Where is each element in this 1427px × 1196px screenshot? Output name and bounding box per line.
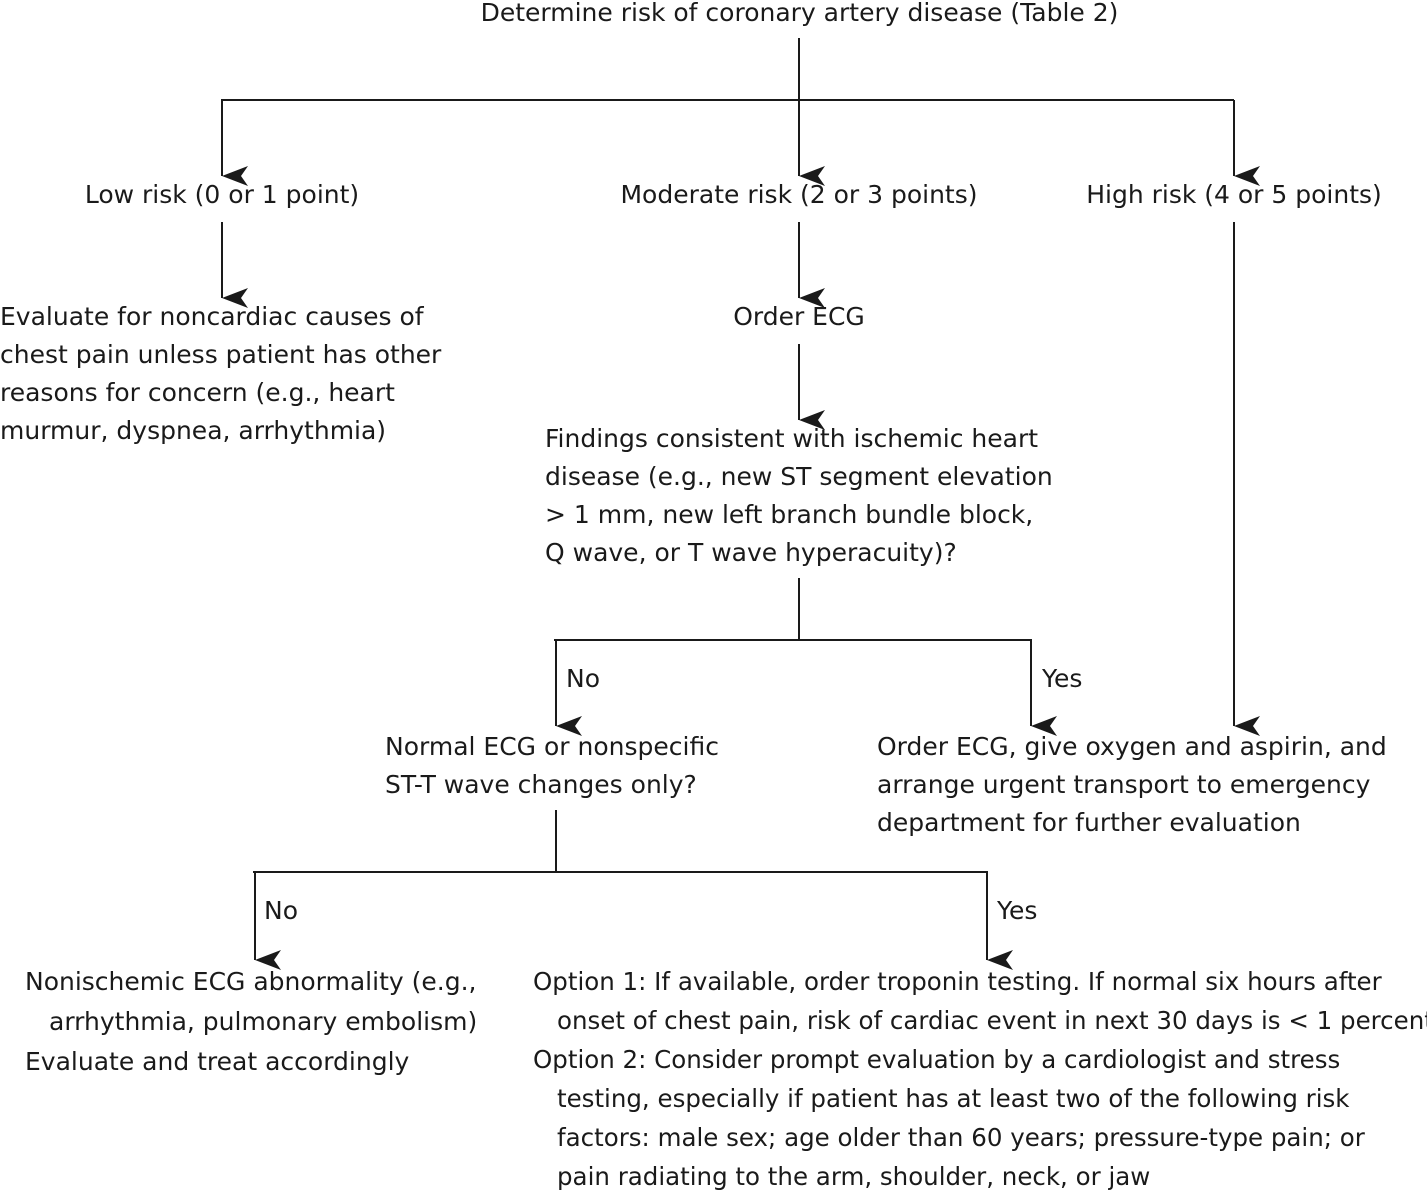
nonischemic-line-1-2: Nonischemic ECG abnormality (e.g., arrhyt… (25, 962, 477, 1042)
noncardiac-line-2: chest pain unless patient has other (0, 340, 442, 369)
option-1-line-2: onset of chest pain, risk of cardiac eve… (557, 1006, 1427, 1035)
option-2-line-4: pain radiating to the arm, shoulder, nec… (557, 1162, 1151, 1191)
noncardiac-evaluation-node: Evaluate for noncardiac causes of chest … (0, 298, 441, 450)
moderate-risk-label: Moderate risk (2 or 3 points) (620, 180, 978, 209)
ischemic-findings-question: Findings consistent with ischemic heart … (545, 420, 1053, 572)
option-2-line-2: testing, especially if patient has at le… (557, 1084, 1350, 1113)
findings-line-3: > 1 mm, new left branch bundle block, (545, 500, 1034, 529)
findings-line-2: disease (e.g., new ST segment elevation (545, 462, 1053, 491)
option-1: Option 1: If available, order troponin t… (533, 962, 1427, 1040)
nonischemic-line-3: Evaluate and treat accordingly (25, 1047, 410, 1076)
normal-ecg-question: Normal ECG or nonspecific ST-T wave chan… (385, 728, 719, 804)
option-2-line-1: Option 2: Consider prompt evaluation by … (533, 1045, 1341, 1074)
high-risk-node: High risk (4 or 5 points) (1078, 176, 1390, 214)
normal-ecg-no-label: No (264, 896, 298, 925)
option-2-line-3: factors: male sex; age older than 60 yea… (557, 1123, 1365, 1152)
low-risk-node: Low risk (0 or 1 point) (72, 176, 372, 214)
moderate-risk-node: Moderate risk (2 or 3 points) (609, 176, 989, 214)
low-risk-label: Low risk (0 or 1 point) (84, 180, 360, 209)
root-text: Determine risk of coronary artery diseas… (480, 0, 1119, 27)
normal-ecg-yes-label: Yes (997, 896, 1038, 925)
root-node: Determine risk of coronary artery diseas… (479, 0, 1120, 32)
findings-yes-label: Yes (1042, 664, 1083, 693)
order-ecg-node: Order ECG (699, 298, 899, 336)
nonischemic-abnormality-node: Nonischemic ECG abnormality (e.g., arrhyt… (25, 962, 477, 1082)
findings-line-1: Findings consistent with ischemic heart (545, 424, 1039, 453)
management-options-node: Option 1: If available, order troponin t… (533, 962, 1427, 1196)
noncardiac-line-1: Evaluate for noncardiac causes of (0, 302, 424, 331)
urgent-line-2: arrange urgent transport to emergency (877, 770, 1371, 799)
noncardiac-line-3: reasons for concern (e.g., heart (0, 378, 395, 407)
nonischemic-line-2: arrhythmia, pulmonary embolism) (49, 1007, 478, 1036)
findings-no-label: No (566, 664, 600, 693)
option-1-line-1: Option 1: If available, order troponin t… (533, 967, 1382, 996)
normal-ecg-line-2: ST-T wave changes only? (385, 770, 697, 799)
order-ecg-label: Order ECG (733, 302, 865, 331)
nonischemic-line-1: Nonischemic ECG abnormality (e.g., (25, 967, 477, 996)
option-2: Option 2: Consider prompt evaluation by … (533, 1040, 1427, 1196)
high-risk-label: High risk (4 or 5 points) (1086, 180, 1382, 209)
urgent-line-1: Order ECG, give oxygen and aspirin, and (877, 732, 1387, 761)
normal-ecg-line-1: Normal ECG or nonspecific (385, 732, 719, 761)
noncardiac-line-4: murmur, dyspnea, arrhythmia) (0, 416, 387, 445)
urgent-line-3: department for further evaluation (877, 808, 1301, 837)
findings-line-4: Q wave, or T wave hyperacuity)? (545, 538, 957, 567)
urgent-transport-node: Order ECG, give oxygen and aspirin, and … (877, 728, 1387, 842)
